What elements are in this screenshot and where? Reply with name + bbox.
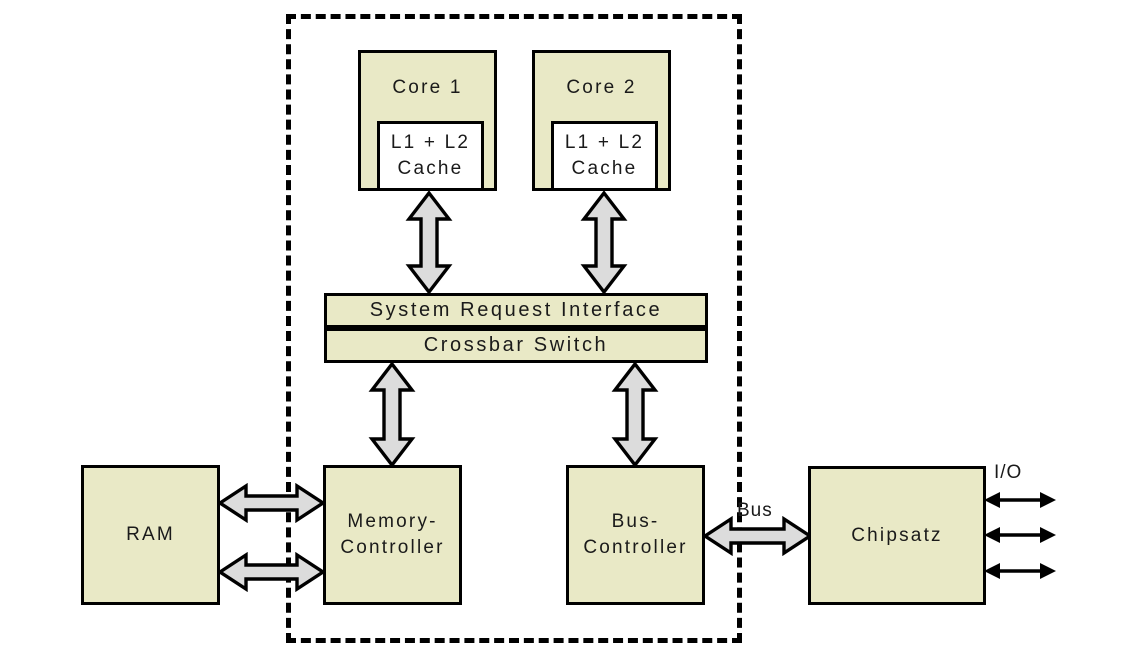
io-label: I/O: [994, 462, 1023, 483]
chipset-label: Chipsatz: [851, 524, 943, 546]
arrow-bus-controller-to-chipset: [703, 516, 812, 556]
system-request-interface-label: System Request Interface: [369, 299, 663, 321]
arrow-crossbar-to-bus-controller: [610, 362, 660, 467]
ram-label: RAM: [126, 524, 175, 546]
system-request-interface-block[interactable]: System Request Interface: [324, 293, 708, 328]
arrow-core2-to-sri: [579, 191, 629, 294]
arrow-ram-to-memory-controller-upper: [218, 483, 325, 523]
core-2-cache-label: L1 + L2 Cache: [564, 132, 645, 179]
core-2-label: Core 2: [566, 77, 637, 98]
core-1-cache-label: L1 + L2 Cache: [390, 132, 471, 179]
crossbar-switch-block[interactable]: Crossbar Switch: [324, 328, 708, 363]
arrow-chipset-io-3: [982, 560, 1058, 582]
core-2-cache-block[interactable]: L1 + L2 Cache: [551, 121, 658, 191]
arrow-core1-to-sri: [404, 191, 454, 294]
core-1-label: Core 1: [392, 77, 463, 98]
bus-label: Bus: [737, 500, 773, 521]
chipset-block[interactable]: Chipsatz: [808, 466, 986, 605]
arrow-chipset-io-2: [982, 524, 1058, 546]
arrow-ram-to-memory-controller-lower: [218, 552, 325, 592]
cpu-die-boundary: [286, 14, 742, 643]
memory-controller-block[interactable]: Memory- Controller: [323, 465, 462, 605]
crossbar-switch-label: Crossbar Switch: [423, 334, 609, 356]
core-1-cache-block[interactable]: L1 + L2 Cache: [377, 121, 484, 191]
ram-block[interactable]: RAM: [81, 465, 220, 605]
bus-controller-label: Bus- Controller: [583, 511, 688, 558]
bus-controller-block[interactable]: Bus- Controller: [566, 465, 705, 605]
arrow-crossbar-to-memory-controller: [367, 362, 417, 467]
memory-controller-label: Memory- Controller: [340, 511, 445, 558]
arrow-chipset-io-1: [982, 489, 1058, 511]
